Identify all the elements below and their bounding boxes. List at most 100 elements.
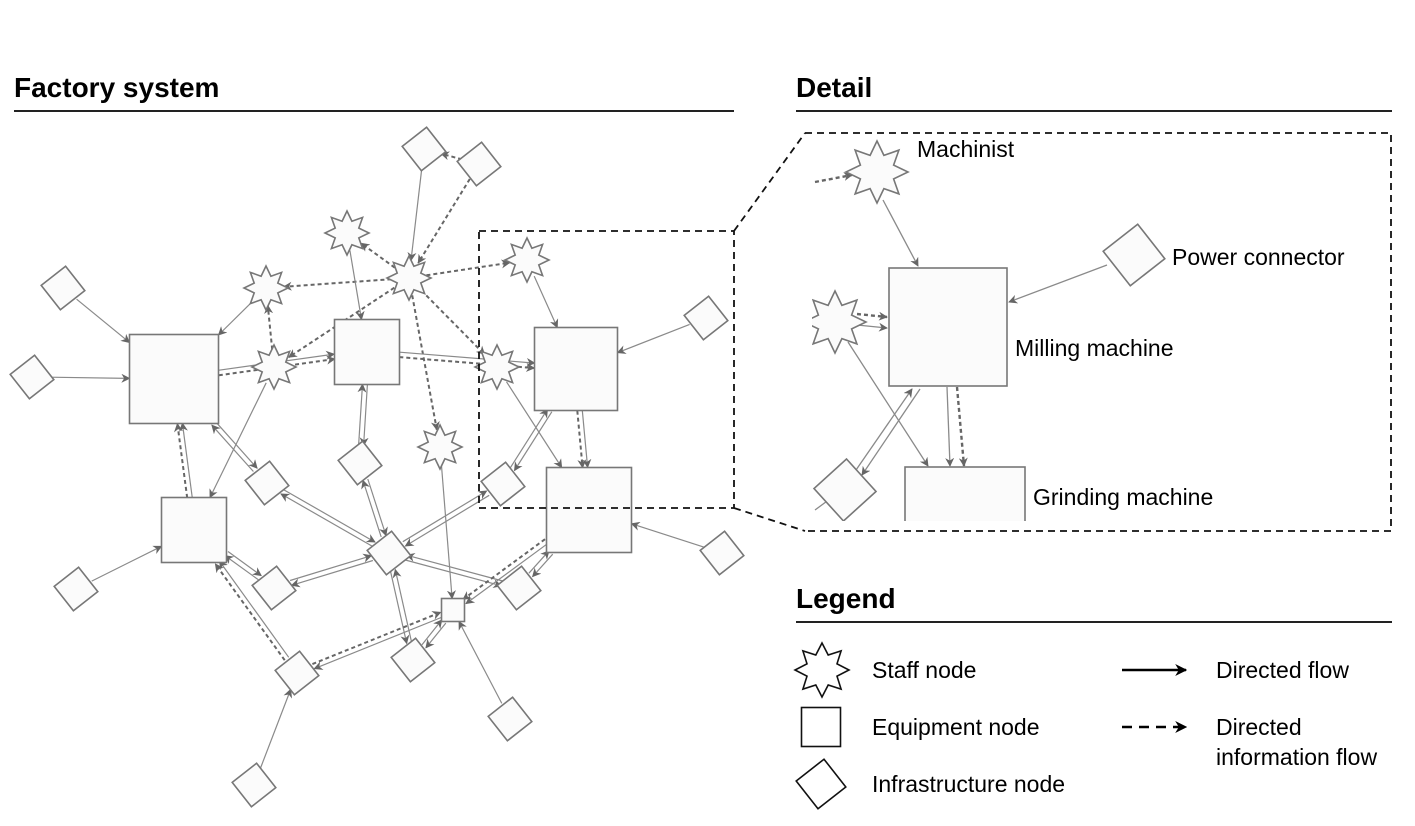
flow-edge [465,542,549,605]
flow-edge [630,521,706,549]
flow-edge [855,388,913,471]
flow-edge [218,560,290,658]
infrastructure-node-icon [9,354,55,400]
detail-rule [796,110,1392,112]
flow-edge [399,351,536,367]
flow-edge [528,550,550,574]
staff-node-icon [793,641,851,699]
equipment-node-icon [904,466,1026,521]
infrastructure-node-icon [251,565,297,611]
information-flow-edge [312,611,442,666]
infrastructure-node [456,141,502,187]
flow-edge [616,323,690,354]
equipment-node [333,318,401,386]
infrastructure-node [274,650,320,696]
staff-node-icon [812,289,868,355]
staff-node-icon [416,423,464,471]
flow-edge [91,545,163,582]
infrastructure-node [53,566,99,612]
infrastructure-node-icon [456,141,502,187]
equipment-node [545,466,633,554]
staff-node-icon [242,264,290,312]
flow-edge [1008,264,1108,304]
flow-edge [421,619,443,646]
information-flow-edge [814,172,853,184]
staff-node-icon [503,236,551,284]
zoom-connector-bottom [733,507,806,532]
legend-item-solid-arrow: Directed flow [1122,657,1349,683]
infrastructure-node-icon [699,530,745,576]
flow-edge [359,384,369,447]
staff-node [385,254,433,302]
equipment-node [160,496,228,564]
equipment-node-detail-grinding [904,466,1026,521]
flow-edge [313,616,443,670]
infrastructure-node [244,460,290,506]
flow-edge [513,411,553,472]
infrastructure-node-detail-power [1102,223,1166,287]
infrastructure-node-icon [366,530,412,576]
flow-edge [404,494,490,547]
legend-label: information flow [1216,744,1377,770]
staff-node-detail-machinist [844,139,910,205]
flow-edge [367,478,388,537]
equipment-node-icon [160,496,228,564]
legend-label: Directed [1216,714,1302,740]
infrastructure-node-icon [683,295,729,341]
infrastructure-node-icon [337,440,383,486]
legend-item-equipment-node: Equipment node [800,706,1040,748]
information-flow-edge [955,386,968,467]
equipment-node-detail-milling [888,267,1008,387]
flow-edge [856,322,888,332]
detail-panel-frame [805,132,1392,532]
infrastructure-node [480,461,526,507]
equipment-node-icon [888,267,1008,387]
flow-edge [581,410,592,469]
information-flow-edge [426,259,511,277]
staff-node [473,343,521,391]
information-flow-edge [214,563,286,661]
machinist-label: Machinist [917,136,1015,162]
flow-edge [407,166,423,262]
flow-edge [227,551,262,577]
flow-edge [209,382,267,499]
flow-edge [349,250,365,321]
equipment-node [128,333,220,425]
equipment-node [533,326,619,412]
staff-node-icon [385,254,433,302]
infrastructure-node-icon [231,762,277,808]
detail-title: Detail [796,72,873,103]
infrastructure-node [390,637,436,683]
infrastructure-node-detail-infraLeft [812,457,878,521]
staff-node [250,343,298,391]
staff-node-icon [250,343,298,391]
information-flow-edge [411,295,440,431]
flow-edge [361,479,382,538]
flow-edge [217,299,254,336]
infrastructure-node-icon [40,265,86,311]
flow-edge [224,555,259,581]
staff-node-icon [473,343,521,391]
legend-title: Legend [796,583,896,614]
grinding-machine-label: Grinding machine [1033,484,1213,510]
infrastructure-node-icon [401,126,447,172]
information-flow-edge [462,538,546,601]
information-flow-edge [282,278,392,291]
flow-edge [882,199,919,267]
staff-node-detail-staffLeft [812,289,868,355]
equipment-node [440,597,466,623]
flow-edge [357,383,367,446]
infrastructure-node-icon [53,566,99,612]
flow-edge [405,552,503,582]
staff-node [416,423,464,471]
information-flow-edge [576,410,587,469]
factory-system-title: Factory system [14,72,220,103]
flow-edge [179,422,193,498]
legend-label: Directed flow [1216,657,1349,683]
flow-edge [211,424,254,472]
infrastructure-node [496,565,542,611]
equipment-node-icon [800,706,842,748]
infrastructure-node [699,530,745,576]
power-connector-label: Power connector [1172,244,1345,270]
